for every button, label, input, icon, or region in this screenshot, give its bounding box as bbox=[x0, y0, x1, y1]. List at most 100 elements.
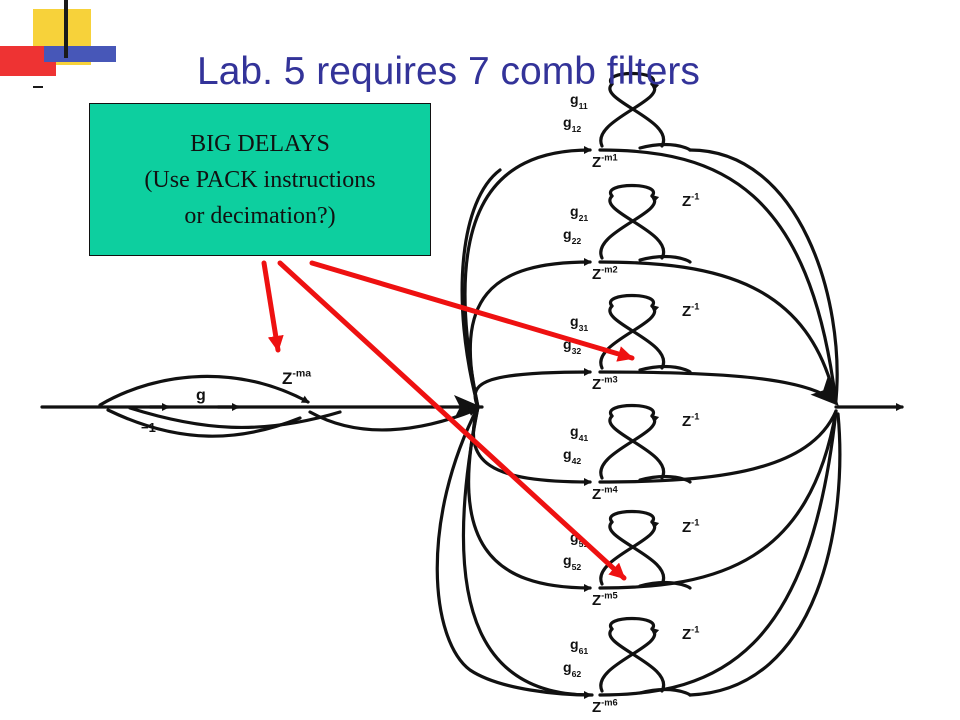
comb-2-branch-in bbox=[468, 258, 592, 409]
corner-dash bbox=[33, 86, 43, 88]
signal-paths bbox=[40, 71, 904, 699]
callout-pointer-arrows bbox=[261, 260, 635, 581]
comb-3-loop-top bbox=[608, 293, 656, 308]
big-delays-callout: BIG DELAYS (Use PACK instructions or dec… bbox=[89, 103, 431, 256]
comb-4-loop-return bbox=[638, 474, 692, 484]
comb-4-loop-top bbox=[608, 403, 656, 418]
comb-3-unit-delay-label-script: -1 bbox=[691, 301, 699, 311]
outer-left-upper-loop bbox=[460, 168, 502, 409]
comb-6-loop-top bbox=[608, 616, 656, 631]
comb-5-delay-label: Z-m5 bbox=[592, 590, 618, 609]
callout-line-3: or decimation?) bbox=[184, 202, 336, 229]
comb-1-g-top-label-script: 11 bbox=[579, 101, 588, 111]
comb-3-g-bottom-label-script: 32 bbox=[572, 346, 582, 356]
comb-1-delay-line bbox=[598, 148, 838, 405]
corner-black-bar bbox=[64, 0, 68, 58]
comb-4-g-bottom-label: g42 bbox=[563, 446, 581, 466]
allpass-bottom-arc-1 bbox=[106, 408, 302, 438]
comb-1-g-bottom-label-script: 12 bbox=[572, 124, 582, 134]
comb-1-g-bottom-label: g12 bbox=[563, 114, 581, 134]
comb-3-branch-in bbox=[473, 368, 592, 409]
comb-5-loop-b bbox=[608, 520, 666, 586]
pointer-to-comb-5-delay bbox=[277, 260, 627, 581]
pointer-to-comb-3-delay bbox=[309, 260, 635, 362]
slide-title: Lab. 5 requires 7 comb filters bbox=[197, 50, 700, 93]
comb-3-delay-label-script: -m3 bbox=[601, 374, 618, 384]
comb-4-unit-delay-label: Z-1 bbox=[682, 411, 699, 430]
allpass-delay-label: Z-ma bbox=[282, 367, 311, 388]
comb-2-delay-label-script: -m2 bbox=[601, 264, 618, 274]
comb-2-g-top-label: g21 bbox=[570, 203, 588, 223]
comb-6-delay-label: Z-m6 bbox=[592, 697, 618, 716]
comb-1-loop-top bbox=[608, 71, 656, 86]
allpass-bottom-arc-2 bbox=[128, 406, 342, 430]
comb-2-loop-top bbox=[608, 183, 656, 198]
comb-2-g-bottom-label-script: 22 bbox=[572, 236, 582, 246]
outer-right-lower-loop bbox=[688, 412, 842, 697]
comb-2-unit-delay-label: Z-1 bbox=[682, 191, 699, 210]
comb-6-unit-delay-label-script: -1 bbox=[691, 624, 699, 634]
comb-1-loop-a bbox=[599, 82, 660, 148]
comb-6-unit-delay-label: Z-1 bbox=[682, 624, 699, 643]
comb-1-branch-in bbox=[463, 146, 592, 409]
comb-2-loop-b bbox=[608, 194, 666, 260]
comb-3-delay-label: Z-m3 bbox=[592, 374, 618, 393]
comb-3-g-top-label-script: 31 bbox=[579, 323, 589, 333]
comb-4-g-top-label-script: 41 bbox=[579, 433, 589, 443]
comb-3-g-top-label: g31 bbox=[570, 313, 588, 333]
comb-5-loop-top bbox=[608, 509, 656, 524]
comb-4-delay-label-script: -m4 bbox=[601, 484, 618, 494]
outer-left-lower-loop bbox=[435, 405, 594, 697]
comb-1-loop-return bbox=[638, 142, 692, 152]
corner-blue-block bbox=[44, 46, 116, 62]
comb-4-delay-label: Z-m4 bbox=[592, 484, 619, 503]
comb-6-loop-a bbox=[599, 627, 660, 693]
comb-4-g-bottom-label-script: 42 bbox=[572, 456, 582, 466]
comb-2-delay-label: Z-m2 bbox=[592, 264, 618, 283]
comb-4-loop-a bbox=[599, 414, 660, 480]
comb-3-loop-return bbox=[638, 364, 692, 374]
comb-5-unit-delay-label-script: -1 bbox=[691, 517, 699, 527]
comb-6-g-bottom-label: g62 bbox=[563, 659, 581, 679]
comb-6-delay-label-script: -m6 bbox=[601, 697, 618, 707]
allpass-top-arc bbox=[98, 374, 310, 407]
comb-4-loop-b bbox=[608, 414, 666, 480]
comb-2-unit-delay-label-script: -1 bbox=[691, 191, 699, 201]
comb-4-branch-in bbox=[472, 405, 592, 486]
comb-5-delay-label-script: -m5 bbox=[601, 590, 618, 600]
comb-1-loop-b bbox=[608, 82, 666, 148]
callout-line-2: (Use PACK instructions bbox=[144, 166, 376, 193]
comb-3-loop-b bbox=[608, 304, 666, 370]
comb-5-loop-a bbox=[599, 520, 660, 586]
comb-2-g-bottom-label: g22 bbox=[563, 226, 581, 246]
comb-3-delay-line bbox=[598, 370, 839, 406]
comb-3-loop-a bbox=[599, 304, 660, 370]
comb-4-unit-delay-label-script: -1 bbox=[691, 411, 699, 421]
comb-5-delay-line bbox=[598, 409, 838, 590]
allpass-delay-label-script: -ma bbox=[292, 367, 311, 379]
comb-5-loop-return bbox=[638, 580, 692, 590]
comb-2-delay-line bbox=[598, 260, 838, 405]
callout-line-1: BIG DELAYS bbox=[190, 130, 330, 157]
comb-1-delay-label: Z-m1 bbox=[592, 152, 618, 171]
comb-6-branch-in bbox=[461, 405, 592, 699]
comb-6-g-top-label: g61 bbox=[570, 636, 588, 656]
allpass-neg-gain-label: −1 bbox=[141, 420, 156, 435]
comb-2-g-top-label-script: 21 bbox=[579, 213, 589, 223]
comb-6-g-top-label-script: 61 bbox=[579, 646, 589, 656]
comb-4-g-top-label: g41 bbox=[570, 423, 588, 443]
comb-5-g-bottom-label-script: 52 bbox=[572, 562, 582, 572]
pointer-to-allpass-delay bbox=[261, 260, 284, 353]
comb-4-delay-line bbox=[598, 409, 838, 484]
allpass-return-arc bbox=[308, 408, 477, 432]
allpass-gain-label: g bbox=[196, 387, 206, 404]
comb-3-unit-delay-label: Z-1 bbox=[682, 301, 699, 320]
comb-5-g-bottom-label: g52 bbox=[563, 552, 581, 572]
outer-right-upper-loop bbox=[688, 148, 839, 402]
comb-6-loop-return bbox=[638, 687, 692, 697]
comb-1-delay-label-script: -m1 bbox=[601, 152, 618, 162]
comb-6-loop-b bbox=[608, 627, 666, 693]
comb-2-loop-return bbox=[638, 254, 692, 264]
comb-5-unit-delay-label: Z-1 bbox=[682, 517, 699, 536]
